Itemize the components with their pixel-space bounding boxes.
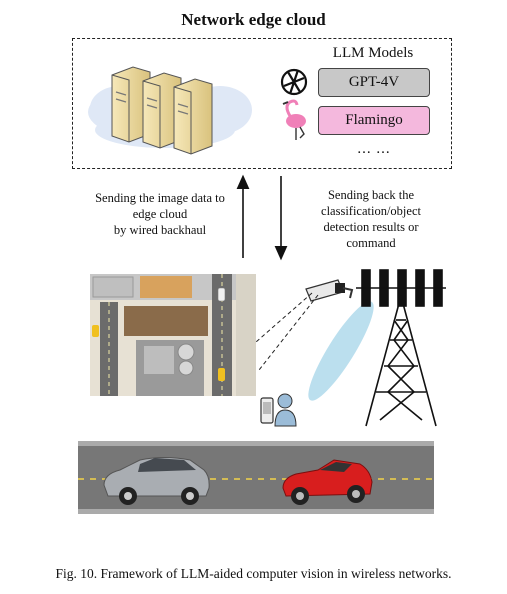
servers-icon — [111, 66, 213, 155]
aerial-map-image — [90, 274, 256, 396]
user-phone-icon — [260, 393, 297, 427]
figure-caption: Fig. 10. Framework of LLM-aided computer… — [55, 566, 452, 581]
camera-icon — [305, 279, 354, 302]
downlink-label-line: command — [346, 236, 396, 250]
road-cars-image — [78, 441, 434, 514]
openai-icon — [280, 68, 308, 96]
wireless-beam — [308, 301, 374, 401]
antenna-tower-icon — [356, 269, 446, 427]
downlink-label-line: detection results or — [323, 220, 419, 234]
diagram-title: Network edge cloud — [181, 10, 326, 29]
uplink-label-line: Sending the image data to — [95, 191, 225, 205]
more-models-ellipsis: ... ... — [357, 141, 391, 157]
model-gpt4v: GPT-4V — [318, 68, 430, 97]
flamingo-icon — [282, 99, 306, 140]
downlink-label-line: Sending back the — [327, 188, 415, 202]
uplink-label: Sending the image data to edge cloud by … — [74, 190, 246, 238]
llm-models-heading: LLM Models — [332, 45, 414, 61]
downlink-label: Sending back the classification/object d… — [296, 187, 446, 251]
uplink-label-line: by wired backhaul — [113, 223, 207, 237]
uplink-label-line: edge cloud — [132, 207, 188, 221]
downlink-label-line: classification/object — [321, 204, 421, 218]
edge-cloud-box — [72, 38, 452, 169]
model-flamingo: Flamingo — [318, 106, 430, 135]
